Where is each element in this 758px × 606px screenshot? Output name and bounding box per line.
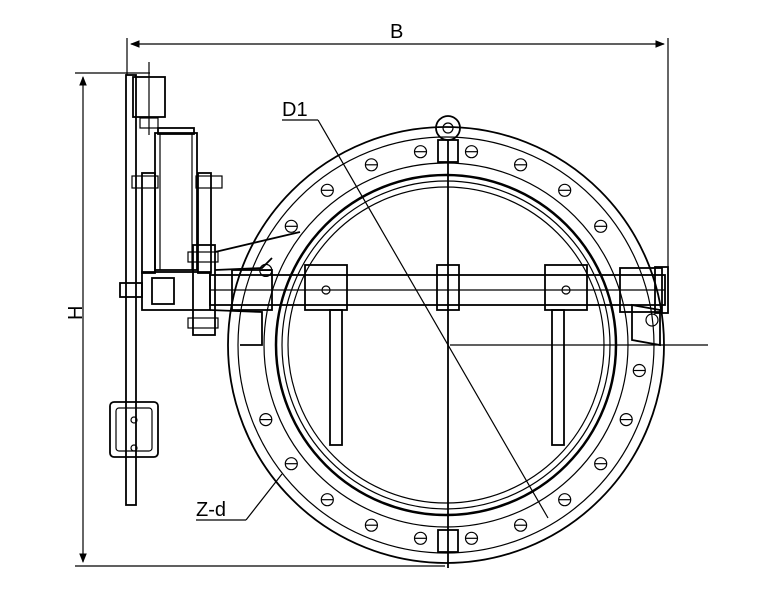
d1-leader: D1: [282, 99, 549, 519]
right-end: [631, 303, 661, 347]
actuator: [109, 62, 301, 506]
dimension-h: H: [65, 72, 445, 567]
valve-shaft: [209, 140, 708, 568]
dimension-b: B: [126, 21, 669, 270]
zd-leader: Z-d: [196, 473, 283, 521]
zd-label: Z-d: [196, 499, 226, 521]
dimension-h-label: H: [65, 306, 87, 320]
d1-label: D1: [282, 99, 308, 121]
bolt-holes: [259, 145, 646, 545]
dimension-b-label: B: [390, 21, 403, 43]
